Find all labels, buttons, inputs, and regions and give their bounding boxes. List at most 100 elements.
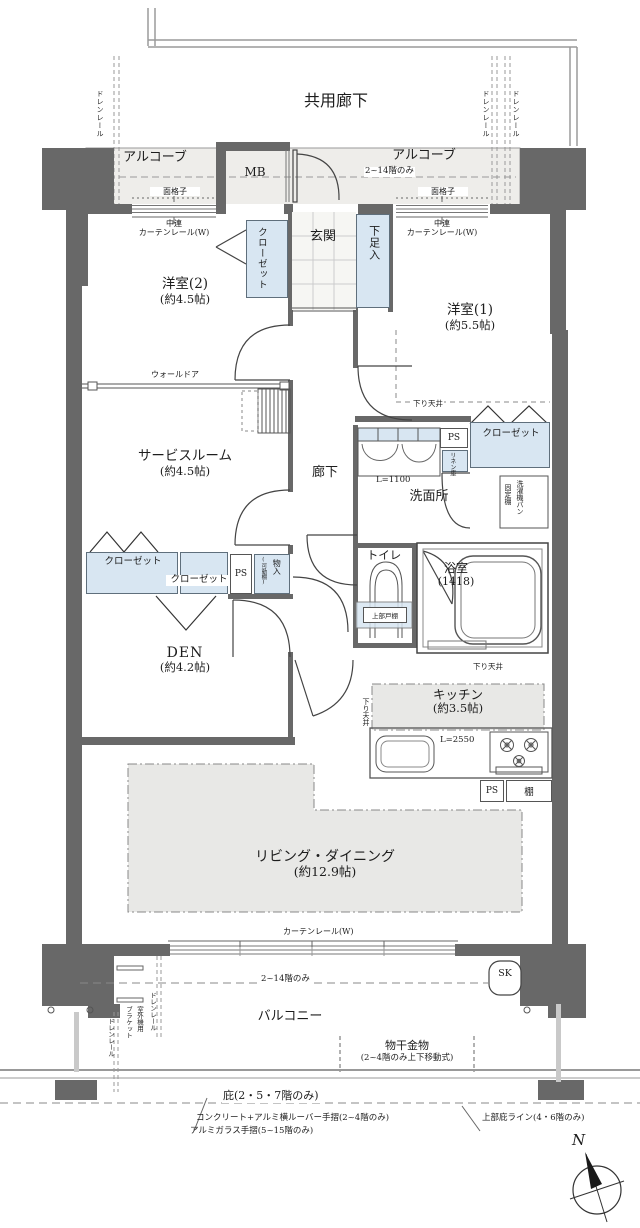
- drain-rail-lines-top: [113, 56, 511, 204]
- drain-rail-label-bl1: ドレンレール: [106, 1018, 115, 1057]
- mb-door: [285, 150, 290, 202]
- vanity: [357, 427, 441, 477]
- hall-label: 廊下: [311, 465, 338, 480]
- compass-north-label: N: [572, 1131, 586, 1149]
- dropped-ceiling-w1: 下り天井: [412, 399, 444, 409]
- balcony-label: バルコニー: [257, 1009, 323, 1024]
- toilet-fixture: [355, 561, 413, 638]
- bath-name: 浴室: [443, 561, 468, 575]
- handrail2-label: アルミガラス手摺(5~15階のみ): [190, 1126, 314, 1136]
- handrail1-label: コンクリート+アルミ横ルーバー手摺(2~4階のみ): [196, 1113, 390, 1123]
- balcony-floors-note: 2~14階のみ: [260, 974, 311, 985]
- closet-service-2: [180, 552, 228, 594]
- hisashi-label: 庇(2・5・7階のみ): [222, 1089, 320, 1103]
- building-outline: [147, 8, 578, 146]
- grille-label-right: 面格子: [418, 187, 468, 197]
- monohoshi-label: 物干金物: [385, 1039, 429, 1052]
- washroom-label: 洗面所: [409, 489, 449, 504]
- service-room-size: (約4.5帖): [159, 463, 211, 478]
- den-label: DEN (約4.2帖): [110, 645, 260, 674]
- laundry-pan-label: 洗濯機パン: [516, 480, 525, 515]
- drain-rail-label-bl2: ドレンレール: [148, 992, 157, 1031]
- vanity-length-label: L=1100: [376, 475, 411, 485]
- western2-name: 洋室(2): [161, 276, 209, 292]
- upper-hisashi-label: 上部庇ライン(4・6階のみ): [482, 1113, 585, 1123]
- curtain-rail-right-2: カーテンレール(W): [406, 228, 478, 238]
- walls: [42, 142, 586, 1018]
- outdoor-unit-label-2: ブラケット: [124, 1006, 133, 1039]
- ps-closet-row: PS: [230, 554, 252, 594]
- ps-washroom: PS: [440, 428, 468, 448]
- wall-door-line: [82, 381, 290, 391]
- toilet-label: トイレ: [366, 548, 402, 562]
- den-name: DEN: [166, 645, 204, 661]
- grille-label-left: 面格子: [150, 187, 200, 197]
- common-corridor-label: 共用廊下: [303, 91, 368, 110]
- drain-rail-label-tl: ドレンレール: [96, 90, 105, 138]
- storage-sub-label: (可動棚): [260, 557, 267, 586]
- genkan-tiles: [292, 212, 356, 312]
- dropped-ceiling-k1: 下り天井: [472, 662, 504, 672]
- service-room-label: サービスルーム (約4.5帖): [105, 448, 265, 478]
- storage-box: 物入 (可動棚): [254, 554, 290, 594]
- curtain-rail-left-2: カーテンレール(W): [138, 228, 210, 238]
- compass-icon: [569, 1152, 625, 1223]
- closet-western2-label: クローゼット: [255, 227, 267, 290]
- closet-western1: クローゼット: [470, 422, 550, 468]
- genkan-label: 玄関: [309, 229, 336, 244]
- living-size: (約12.9帖): [293, 864, 357, 880]
- shelf-box: 棚: [506, 780, 552, 802]
- closet-service-1-label: クローゼット: [104, 556, 162, 567]
- laundry-pan-box: [499, 475, 549, 529]
- bath-size: (1418): [437, 574, 475, 588]
- storage-label: 物入: [272, 559, 282, 575]
- western2-size: (約4.5帖): [159, 291, 211, 306]
- service-room-name: サービスルーム: [137, 448, 233, 464]
- alcove-right-label: アルコーブ: [392, 148, 456, 163]
- closet-service-2-label: クローゼット: [166, 574, 232, 586]
- curtain-rail-right: 中連 カーテンレール(W): [390, 219, 494, 237]
- fixed-shelf-label: 固定棚: [504, 484, 513, 505]
- wall-door-label: ウォールドア: [150, 370, 200, 380]
- alcove-floors-note: 2~14階のみ: [364, 166, 415, 177]
- kitchen-counter: [369, 727, 553, 779]
- western1-size: (約5.5帖): [444, 317, 496, 332]
- kitchen-length-label: L=2550: [440, 735, 475, 745]
- outdoor-unit-label-1: 室外機用: [135, 1006, 144, 1032]
- western2-label: 洋室(2) (約4.5帖): [110, 276, 260, 306]
- grille-and-rail-marks: [132, 194, 488, 947]
- western1-name: 洋室(1): [446, 302, 494, 318]
- dropped-ceiling-k2: 下り天井: [362, 698, 371, 726]
- kitchen-name: キッチン: [432, 687, 483, 702]
- kitchen-size: (約3.5帖): [432, 701, 484, 716]
- shoe-cabinet: 下足入: [356, 214, 390, 308]
- bathroom: [416, 542, 549, 654]
- monohoshi-sub-label: (2~4階のみ上下移動式): [360, 1053, 454, 1063]
- linen-cabinet-label: リネン庫: [448, 452, 456, 476]
- floor-zones: [127, 683, 545, 913]
- closet-western1-label: クローゼット: [482, 428, 540, 439]
- closet-western2: クローゼット: [246, 220, 288, 298]
- stove-burners: [500, 738, 538, 767]
- curtain-rail-left: 中連 カーテンレール(W): [120, 219, 228, 237]
- doors: [215, 149, 471, 717]
- closet-service-1: クローゼット: [86, 552, 178, 594]
- alcove-left-label: アルコーブ: [123, 150, 187, 165]
- drain-rail-label-tr2: ドレンレール: [512, 90, 521, 138]
- living-label: リビング・ダイニング (約12.9帖): [225, 849, 425, 879]
- curtain-rail-right-1: 中連: [434, 219, 450, 228]
- meter-box-label: MB: [244, 165, 266, 179]
- dropped-ceiling-lines: [80, 330, 550, 984]
- curtain-rail-ld: カーテンレール(W): [282, 927, 355, 937]
- den-size: (約4.2帖): [159, 660, 211, 675]
- kitchen-label: キッチン (約3.5帖): [382, 687, 534, 716]
- balcony-lines: [0, 956, 640, 1132]
- folding-door-marks: [89, 405, 549, 631]
- curtain-rail-left-1: 中連: [166, 219, 182, 228]
- louver-hatch: [241, 388, 291, 434]
- living-name: リビング・ダイニング: [255, 849, 395, 865]
- bath-label: 浴室 (1418): [424, 561, 488, 588]
- ps-kitchen: PS: [480, 780, 504, 802]
